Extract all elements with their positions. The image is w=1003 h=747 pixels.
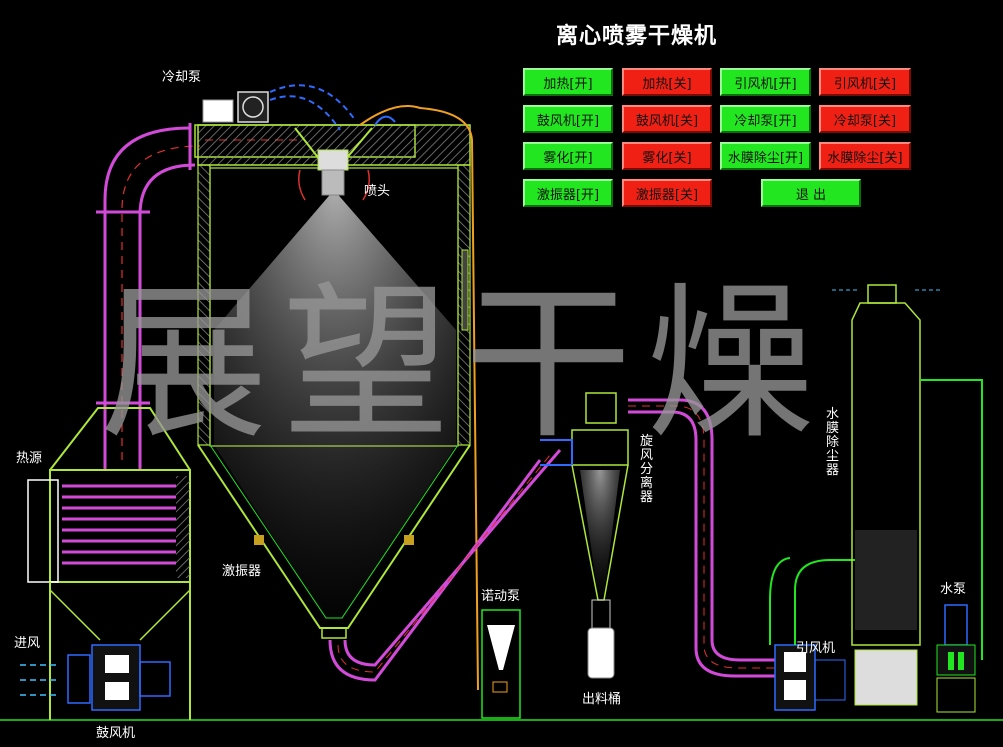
- label-air-inlet: 进风: [14, 636, 41, 651]
- heater: [27, 407, 191, 720]
- label-blower: 鼓风机: [96, 726, 136, 741]
- blower-on-button[interactable]: 鼓风机[开]: [523, 105, 613, 133]
- water-film-on-button[interactable]: 水膜除尘[开]: [720, 142, 811, 170]
- transfer-duct: [328, 449, 562, 682]
- blower-fan: [20, 644, 171, 711]
- exhaust-duct: [628, 398, 775, 678]
- atomize-off-button[interactable]: 雾化[关]: [622, 142, 712, 170]
- atomize-on-button[interactable]: 雾化[开]: [523, 142, 613, 170]
- induced-fan-on-button[interactable]: 引风机[开]: [720, 68, 811, 96]
- label-cyclone: 旋风分离器: [640, 434, 654, 505]
- blower-off-button[interactable]: 鼓风机[关]: [622, 105, 712, 133]
- induced-fan-off-button[interactable]: 引风机[关]: [819, 68, 911, 96]
- water-film-scrubber: [832, 284, 983, 706]
- atomizer-nozzle: [294, 127, 373, 201]
- window-title: 离心喷雾干燥机: [556, 24, 718, 49]
- cooling-pump-off-button[interactable]: 冷却泵[关]: [819, 105, 911, 133]
- induced-fan: [769, 557, 858, 711]
- label-induced-fan: 引风机: [796, 641, 836, 656]
- exit-button[interactable]: 退 出: [761, 179, 861, 207]
- label-water-film: 水膜除尘器: [826, 407, 840, 478]
- water-pump: [936, 604, 976, 713]
- label-water-pump: 水泵: [940, 582, 967, 597]
- vibrator-off-button[interactable]: 激振器[关]: [622, 179, 712, 207]
- feed-pump: [481, 609, 521, 719]
- label-cooling-pump: 冷却泵: [162, 70, 202, 85]
- label-heat-source: 热源: [16, 451, 43, 466]
- heat-off-button[interactable]: 加热[关]: [622, 68, 712, 96]
- feed-line: [359, 105, 479, 691]
- label-nozzle: 喷头: [364, 184, 391, 199]
- hot-air-duct: [96, 123, 201, 470]
- water-film-off-button[interactable]: 水膜除尘[关]: [819, 142, 911, 170]
- label-feed-pump: 诺动泵: [481, 589, 521, 604]
- cyclone-separator: [540, 392, 629, 679]
- heat-on-button[interactable]: 加热[开]: [523, 68, 613, 96]
- label-vibrator: 激振器: [222, 564, 262, 579]
- drying-chamber: [197, 124, 471, 639]
- cooling-pump-on-button[interactable]: 冷却泵[开]: [720, 105, 811, 133]
- cooling-pump-unit: [202, 84, 396, 131]
- vibrator-on-button[interactable]: 激振器[开]: [523, 179, 613, 207]
- label-discharge: 出料桶: [582, 692, 622, 707]
